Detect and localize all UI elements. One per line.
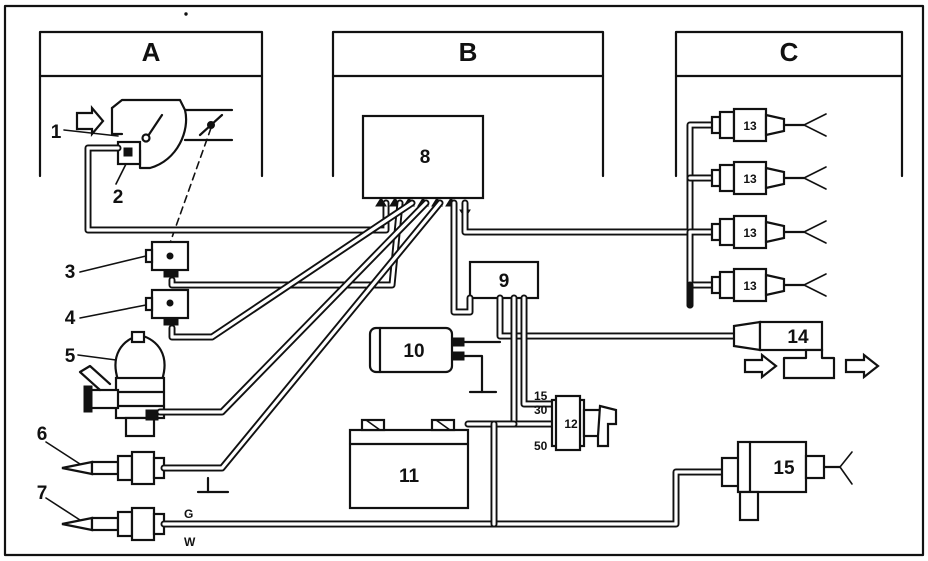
throttle-switch — [79, 240, 190, 278]
callout-1: 1 — [51, 122, 62, 143]
temperature-sensor — [79, 288, 190, 326]
section-b-label: B — [459, 37, 478, 67]
callout-8: 8 — [420, 147, 431, 168]
terminal-g-label: G — [184, 507, 193, 521]
diagram-frame — [3, 4, 925, 557]
callout-12: 12 — [564, 417, 578, 431]
injector-3: 13 — [710, 214, 827, 250]
callout-13-c: 13 — [743, 226, 757, 240]
throttle-linkage — [169, 127, 212, 244]
callout-11: 11 — [399, 466, 420, 487]
terminal-w-label: W — [184, 535, 196, 549]
section-b-box: B — [331, 30, 605, 178]
air-outlet-arrow-14 — [844, 352, 880, 380]
injector-2: 13 — [710, 160, 827, 196]
ignition-switch: 12 — [550, 394, 618, 452]
distributor — [77, 330, 166, 438]
callout-7: 7 — [37, 483, 48, 504]
injector-1: 13 — [710, 107, 827, 143]
callout-3: 3 — [65, 262, 76, 283]
injector-4: 13 — [710, 267, 827, 303]
section-a-label: A — [142, 37, 161, 67]
callout-10: 10 — [403, 341, 424, 362]
callout-5: 5 — [65, 346, 76, 367]
callout-13-b: 13 — [743, 172, 757, 186]
callout-15: 15 — [773, 458, 795, 479]
section-c-label: C — [780, 37, 799, 67]
terminal-15-label: 15 — [534, 389, 548, 403]
callout-6: 6 — [37, 424, 48, 445]
air-inlet-arrow — [75, 104, 105, 138]
sensor-probe-7 — [45, 497, 166, 542]
ignition-coil: 10 — [368, 326, 465, 374]
callout-13-d: 13 — [743, 279, 757, 293]
callout-9: 9 — [499, 271, 510, 292]
callout-14: 14 — [787, 327, 809, 348]
battery: 11 — [348, 418, 470, 510]
ground-symbol-6 — [196, 476, 230, 494]
sensor-probe-6 — [45, 441, 166, 486]
callout-4: 4 — [65, 308, 76, 329]
section-a-box: A — [38, 30, 264, 178]
callout-13-a: 13 — [743, 119, 757, 133]
auxiliary-air-valve: 15 — [720, 440, 853, 522]
terminal-30-label: 30 — [534, 403, 548, 417]
callout-2: 2 — [113, 187, 124, 208]
terminal-50-label: 50 — [534, 439, 548, 453]
air-inlet-arrow-14 — [743, 352, 778, 380]
cold-start-valve: 14 — [732, 320, 880, 380]
relay-9: 9 — [468, 260, 540, 300]
section-c-box: C — [674, 30, 904, 178]
air-flow-meter — [75, 98, 390, 244]
